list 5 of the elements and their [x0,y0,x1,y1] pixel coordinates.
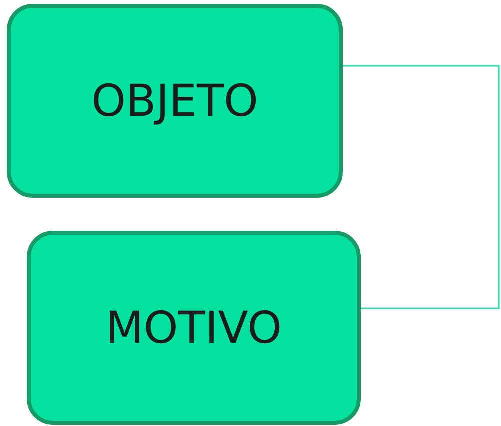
process-box [7,4,343,198]
box-label: MOTIVO [106,302,282,354]
box-label: OBJETO [91,76,259,126]
process-box [27,231,361,425]
connector-line [343,65,500,310]
